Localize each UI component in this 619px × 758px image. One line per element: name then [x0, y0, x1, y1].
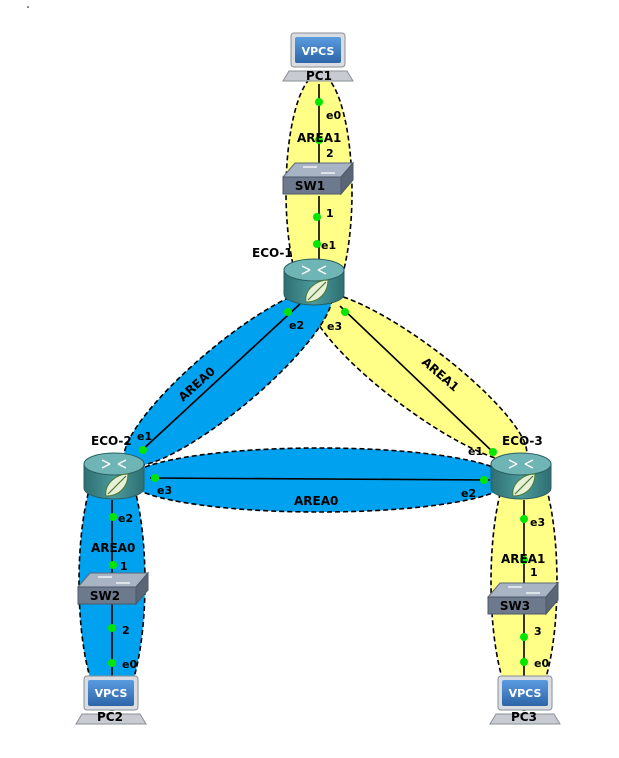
- vpcs-screen-label: VPCS: [302, 45, 335, 58]
- pc2-node[interactable]: VPCS PC2: [75, 675, 147, 725]
- sw3-label: SW3: [500, 599, 530, 613]
- ospf-areas: [78, 73, 558, 711]
- router-icon: [283, 258, 345, 306]
- router-icon: [83, 452, 145, 500]
- link-eco1-eco2: [139, 303, 301, 453]
- port-dot: [520, 515, 528, 523]
- sw3-node[interactable]: SW3: [486, 581, 560, 616]
- port-label: e3: [157, 484, 172, 497]
- vpcs-screen-label: VPCS: [509, 687, 542, 700]
- port-label: e3: [327, 320, 342, 333]
- port-dot: [489, 448, 497, 456]
- port-dot: [151, 474, 159, 482]
- port-label: e1: [468, 445, 483, 458]
- link-eco1-eco3: [339, 305, 496, 455]
- pc3-node[interactable]: VPCS PC3: [489, 675, 561, 725]
- port-label: 1: [530, 566, 538, 579]
- port-label: e0: [122, 658, 137, 671]
- port-label: e2: [118, 512, 133, 525]
- pc2-label: PC2: [97, 710, 123, 724]
- links: [111, 84, 525, 680]
- sw2-node[interactable]: SW2: [76, 571, 150, 606]
- port-dot: [520, 556, 528, 564]
- port-label: e1: [137, 430, 152, 443]
- router-icon: [490, 452, 552, 500]
- eco3-node[interactable]: [490, 452, 552, 500]
- port-label: e1: [321, 239, 336, 252]
- eco2-label: ECO-2: [91, 434, 132, 448]
- area-label-eco2-eco3: AREA0: [294, 494, 338, 508]
- port-label: e0: [534, 657, 549, 670]
- port-label: 3: [534, 625, 542, 638]
- port-dot: [108, 659, 116, 667]
- sw1-node[interactable]: SW1: [281, 161, 355, 196]
- switch-icon: [281, 161, 355, 196]
- port-label: 2: [122, 624, 130, 637]
- vpcs-computer-icon: [75, 675, 147, 725]
- sw1-label: SW1: [295, 179, 325, 193]
- port-dot: [139, 446, 147, 454]
- switch-icon: [76, 571, 150, 606]
- port-dot: [341, 308, 349, 316]
- vpcs-computer-icon: [282, 32, 354, 82]
- port-dot: [315, 136, 323, 144]
- pc1-label: PC1: [306, 69, 332, 83]
- area-label-left: AREA0: [91, 541, 135, 555]
- eco1-label: ECO-1: [252, 246, 293, 260]
- port-label: e2: [289, 319, 304, 332]
- switch-icon: [486, 581, 560, 616]
- port-label: e2: [461, 487, 476, 500]
- pc1-node[interactable]: VPCS PC1: [282, 32, 354, 83]
- port-dots: [108, 98, 528, 667]
- port-dot: [109, 513, 117, 521]
- link-eco2-eco3: [149, 477, 491, 481]
- port-label: e0: [326, 109, 341, 122]
- port-dot: [520, 658, 528, 666]
- eco3-label: ECO-3: [502, 434, 543, 448]
- port-dot: [480, 476, 488, 484]
- port-label: 1: [326, 207, 334, 220]
- vpcs-computer-icon: [489, 675, 561, 725]
- port-dot: [108, 624, 116, 632]
- pc3-label: PC3: [511, 710, 537, 724]
- port-dot: [313, 213, 321, 221]
- eco2-node[interactable]: [83, 452, 145, 500]
- eco1-node[interactable]: [283, 258, 345, 306]
- port-label: e3: [530, 516, 545, 529]
- vpcs-screen-label: VPCS: [95, 687, 128, 700]
- area-label-top: AREA1: [297, 131, 341, 145]
- port-dot: [520, 633, 528, 641]
- corner-dot: [27, 6, 29, 8]
- port-dot: [284, 308, 292, 316]
- port-dot: [313, 240, 321, 248]
- port-label: 1: [120, 560, 128, 573]
- area-label-right: AREA1: [501, 552, 545, 566]
- port-dot: [315, 98, 323, 106]
- port-label: 2: [326, 147, 334, 160]
- port-dot: [109, 561, 117, 569]
- sw2-label: SW2: [90, 589, 120, 603]
